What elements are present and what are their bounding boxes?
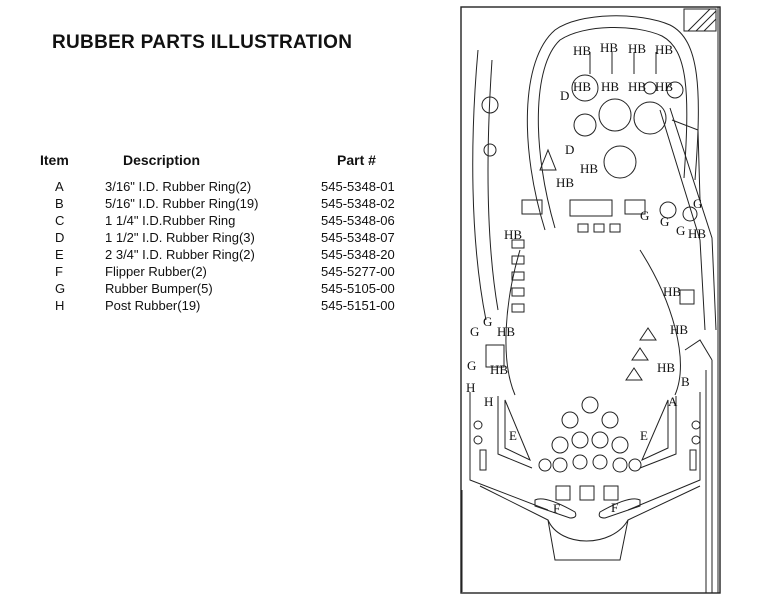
row-description: 1 1/2" I.D. Rubber Ring(3) [105, 230, 255, 245]
row-description: 1 1/4" I.D.Rubber Ring [105, 213, 236, 228]
label-a: A [668, 394, 678, 409]
row-item: D [55, 230, 65, 245]
table-row: D 1 1/2" I.D. Rubber Ring(3) 545-5348-07 [40, 229, 447, 246]
row-part-number: 545-5348-06 [321, 213, 395, 228]
row-part-number: 545-5348-01 [321, 179, 395, 194]
header-description: Description [123, 152, 201, 168]
label-hb: HB [663, 284, 681, 299]
parts-table: Item Description Part # A 3/16" I.D. Rub… [40, 152, 447, 314]
label-hb: HB [573, 43, 591, 58]
table-row: F Flipper Rubber(2) 545-5277-00 [40, 263, 447, 280]
label-hb: HB [670, 322, 688, 337]
parts-table-header-row: Item Description Part # [40, 152, 447, 178]
row-description: Post Rubber(19) [105, 298, 201, 313]
label-h: H [484, 394, 493, 409]
row-item: A [55, 179, 64, 194]
label-e: E [509, 428, 517, 443]
label-hb: HB [628, 79, 646, 94]
label-hb: HB [688, 226, 706, 241]
row-item: G [55, 281, 66, 296]
row-item: E [55, 247, 64, 262]
label-g: G [470, 324, 479, 339]
row-item: B [55, 196, 64, 211]
row-description: 5/16" I.D. Rubber Ring(19) [105, 196, 259, 211]
label-hb: HB [601, 79, 619, 94]
label-g: G [467, 358, 476, 373]
table-row: H Post Rubber(19) 545-5151-00 [40, 297, 447, 314]
row-part-number: 545-5277-00 [321, 264, 395, 279]
table-row: E 2 3/4" I.D. Rubber Ring(2) 545-5348-20 [40, 246, 447, 263]
label-hb: HB [655, 79, 673, 94]
label-g: G [676, 223, 685, 238]
label-g: G [640, 208, 649, 223]
row-part-number: 545-5105-00 [321, 281, 395, 296]
table-row: B 5/16" I.D. Rubber Ring(19) 545-5348-02 [40, 195, 447, 212]
row-description: 2 3/4" I.D. Rubber Ring(2) [105, 247, 255, 262]
label-f: F [553, 501, 560, 516]
row-part-number: 545-5348-07 [321, 230, 395, 245]
label-hb: HB [504, 227, 522, 242]
row-part-number: 545-5348-20 [321, 247, 395, 262]
label-hb: HB [600, 40, 618, 55]
label-g: G [660, 214, 669, 229]
row-item: H [55, 298, 65, 313]
label-g: G [693, 196, 702, 211]
row-description: 3/16" I.D. Rubber Ring(2) [105, 179, 252, 194]
label-hb: HB [655, 42, 673, 57]
playfield-diagram: HB HB HB HB HB HB HB HB D D HB HB G G G … [460, 6, 721, 594]
callout-labels: HB HB HB HB HB HB HB HB D D HB HB G G G … [466, 40, 706, 516]
playfield-linework [460, 6, 721, 594]
label-d: D [565, 142, 574, 157]
label-hb: HB [580, 161, 598, 176]
label-hb: HB [657, 360, 675, 375]
label-h: H [466, 380, 475, 395]
row-item: C [55, 213, 65, 228]
label-f: F [611, 500, 618, 515]
label-hb: HB [628, 41, 646, 56]
label-e: E [640, 428, 648, 443]
table-row: A 3/16" I.D. Rubber Ring(2) 545-5348-01 [40, 178, 447, 195]
label-g: G [483, 314, 492, 329]
table-row: G Rubber Bumper(5) 545-5105-00 [40, 280, 447, 297]
header-part-number: Part # [337, 152, 376, 168]
label-d: D [560, 88, 569, 103]
table-row: C 1 1/4" I.D.Rubber Ring 545-5348-06 [40, 212, 447, 229]
row-description: Rubber Bumper(5) [105, 281, 213, 296]
label-hb: HB [573, 79, 591, 94]
row-part-number: 545-5151-00 [321, 298, 395, 313]
page-title: RUBBER PARTS ILLUSTRATION [52, 32, 353, 53]
row-description: Flipper Rubber(2) [105, 264, 207, 279]
header-item: Item [40, 152, 69, 168]
row-item: F [55, 264, 63, 279]
label-hb: HB [556, 175, 574, 190]
label-hb: HB [490, 362, 508, 377]
label-b: B [681, 374, 690, 389]
label-hb: HB [497, 324, 515, 339]
row-part-number: 545-5348-02 [321, 196, 395, 211]
